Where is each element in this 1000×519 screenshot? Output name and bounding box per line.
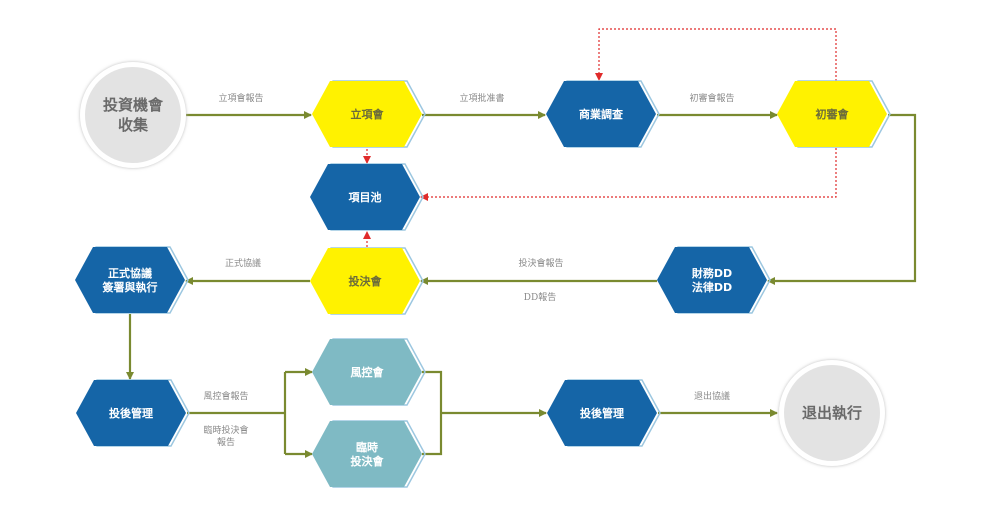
hexagon-shape	[312, 339, 422, 405]
node-label: 正式協議	[108, 266, 152, 280]
merge-risk-interim	[422, 370, 443, 456]
node-label: 初審會	[816, 107, 850, 121]
node-label: 投決會	[351, 454, 385, 468]
hexagon-shape	[777, 81, 887, 147]
hexagon-shape	[547, 380, 657, 446]
node-label: 退出執行	[802, 404, 862, 422]
node-exit: 退出執行	[779, 360, 885, 466]
node-risk-control: 風控會	[312, 338, 426, 406]
node-label: 財務DD	[691, 266, 732, 280]
feedback-preliminary-to-pool	[420, 148, 837, 201]
hexagon-shape	[76, 380, 186, 446]
edge-label-formal-agreement: 正式協議	[225, 257, 261, 269]
node-label: 投資機會	[103, 96, 164, 114]
edge-label-exit-agreement: 退出協議	[694, 390, 730, 402]
hexagon-shape	[657, 247, 767, 313]
hexagon-shape	[312, 81, 422, 147]
node-label: 投決會	[349, 274, 383, 288]
hexagon-shape	[546, 81, 656, 147]
node-preliminary-review: 初審會	[777, 80, 891, 148]
node-label: 立項會	[351, 107, 385, 121]
hexagon-shape	[310, 248, 420, 314]
hexagon-shape	[75, 247, 185, 313]
node-label: 法律DD	[692, 280, 732, 294]
node-label: 簽署與執行	[103, 280, 158, 294]
circle-node-shape	[85, 67, 181, 163]
hexagon-shape	[310, 164, 420, 230]
circle-node-shape	[784, 365, 880, 461]
node-approval-meeting: 立項會	[312, 80, 426, 148]
branch-post-investment	[187, 372, 287, 454]
node-label: 風控會	[351, 365, 385, 379]
node-label: 投後管理	[109, 406, 153, 420]
node-label: 投後管理	[580, 406, 624, 420]
node-project-pool: 項目池	[310, 163, 424, 231]
edge-label-interim-report: 報告	[217, 436, 235, 448]
node-business-research: 商業調查	[546, 80, 660, 148]
edge-label-decision-report: 投決會報告	[518, 257, 563, 269]
node-label: 商業調查	[579, 107, 623, 121]
node-post-investment-right: 投後管理	[547, 379, 661, 447]
hexagon-shape	[312, 421, 422, 487]
node-label: 項目池	[349, 190, 382, 204]
edge-label-approval-report: 立項會報告	[218, 92, 263, 104]
node-post-investment-left: 投後管理	[76, 379, 190, 447]
edge-label-interim-report: 臨時投決會	[203, 424, 248, 436]
edge-label-approval-letter: 立項批准書	[459, 92, 504, 104]
node-label: 收集	[118, 116, 149, 134]
edge-label-dd-report: DD報告	[524, 291, 556, 303]
edge-label-preliminary-report: 初審會報告	[689, 92, 734, 104]
edge-label-risk-report: 風控會報告	[203, 390, 248, 402]
arrow-preliminary-to-dd	[767, 113, 917, 285]
node-decision-meeting: 投決會	[310, 247, 424, 315]
node-interim-decision: 臨時投決會	[312, 420, 426, 488]
node-label: 臨時	[356, 440, 378, 454]
feedback-preliminary-to-research	[595, 28, 837, 81]
